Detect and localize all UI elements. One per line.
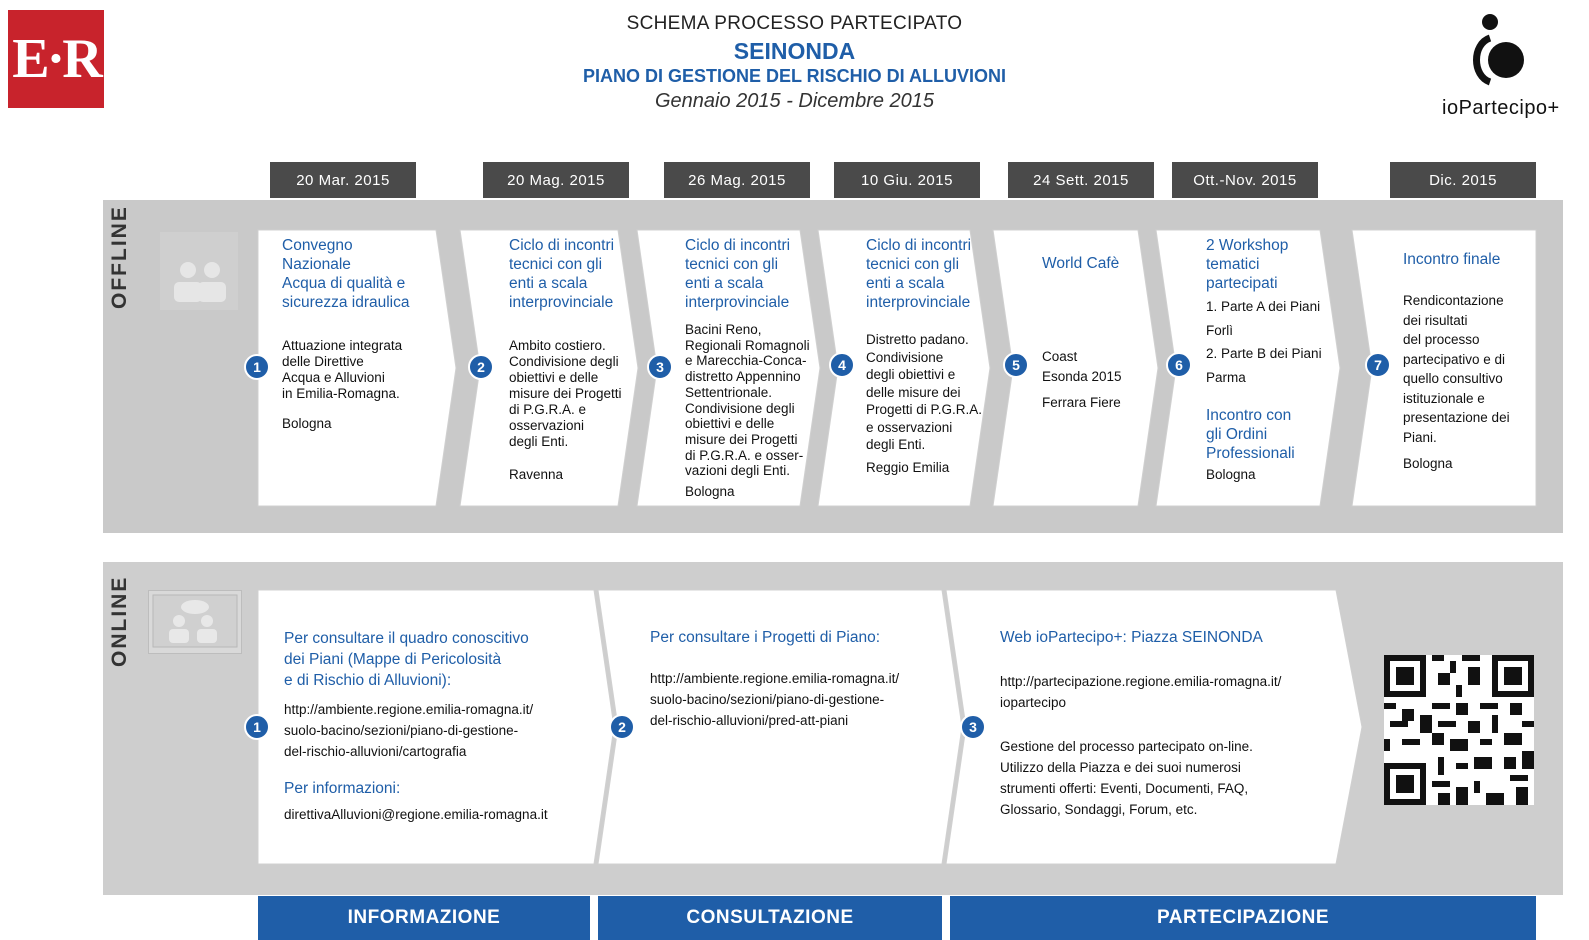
online-step-2-title: Per consultare i Progetti di Piano:: [650, 629, 881, 646]
offline-step-4-number: 4: [829, 352, 855, 378]
online-step-3-body: Gestione del processo partecipato on-lin…: [1000, 739, 1253, 817]
online-step-3-url[interactable]: http://partecipazione.regione.emilia-rom…: [1000, 674, 1282, 710]
online-step-1-title: Per consultare il quadro conoscitivo dei…: [284, 630, 529, 689]
date-step-2: 20 Mag. 2015: [483, 162, 629, 198]
footer-consultazione: CONSULTAZIONE: [598, 896, 942, 940]
date-step-4: 10 Giu. 2015: [834, 162, 980, 198]
online-step-1-info-label: Per informazioni:: [284, 780, 401, 797]
header-project-name: SEINONDA: [733, 38, 856, 64]
offline-step-4-place: Reggio Emilia: [866, 460, 950, 475]
offline-step-2-number: 2: [468, 354, 494, 380]
emilia-romagna-logo: E·R: [8, 10, 104, 108]
offline-step-2-title: Ciclo di incontri tecnici con gli enti a…: [509, 237, 615, 311]
footer-informazione: INFORMAZIONE: [258, 896, 590, 940]
offline-step-7-title: Incontro finale: [1403, 251, 1501, 268]
offline-step-2-body: Ambito costiero. Condivisione degli obie…: [509, 338, 622, 449]
offline-step-6-number: 6: [1166, 352, 1192, 378]
offline-step-2-place: Ravenna: [509, 467, 564, 482]
offline-step-6-item-3: 2. Parte B dei Piani: [1206, 346, 1322, 361]
online-step-2-number: 2: [609, 714, 635, 740]
offline-step-6-item-1: 1. Parte A dei Piani: [1206, 299, 1321, 314]
header-plan-title: PIANO DI GESTIONE DEL RISCHIO DI ALLUVIO…: [582, 66, 1007, 86]
offline-step-5-place: Ferrara Fiere: [1042, 395, 1121, 410]
offline-step-6-item-2: Forlì: [1206, 323, 1233, 338]
offline-label: OFFLINE: [108, 205, 131, 309]
date-step-7: Dic. 2015: [1390, 162, 1536, 198]
offline-step-7-place: Bologna: [1403, 456, 1453, 471]
online-step-3-number: 3: [960, 714, 986, 740]
offline-step-5-body: Coast Esonda 2015: [1042, 349, 1122, 384]
offline-step-4-title: Ciclo di incontri tecnici con gli enti a…: [866, 237, 972, 311]
offline-step-3-title: Ciclo di incontri tecnici con gli enti a…: [685, 237, 791, 311]
iopartecipo-mark-icon: [1473, 14, 1524, 86]
offline-step-5-number: 5: [1003, 352, 1029, 378]
date-step-6: Ott.-Nov. 2015: [1172, 162, 1318, 198]
online-step-3-title: Web ioPartecipo+: Piazza SEINONDA: [1000, 629, 1263, 646]
offline-step-6-subtitle: Incontro con gli Ordini Professionali: [1206, 407, 1295, 462]
header-period: Gennaio 2015 - Dicembre 2015: [654, 90, 935, 112]
offline-step-5-title: World Cafè: [1042, 255, 1120, 272]
date-step-1: 20 Mar. 2015: [270, 162, 416, 198]
date-step-5: 24 Sett. 2015: [1008, 162, 1154, 198]
footer-partecipazione: PARTECIPAZIONE: [950, 896, 1536, 940]
online-step-2-url[interactable]: http://ambiente.regione.emilia-romagna.i…: [650, 671, 900, 728]
offline-step-7-body: Rendicontazione dei risultati del proces…: [1403, 293, 1510, 445]
date-step-3: 26 Mag. 2015: [664, 162, 810, 198]
offline-step-1-title: Convegno Nazionale Acqua di qualità e si…: [282, 237, 410, 311]
online-step-1-number: 1: [244, 714, 270, 740]
offline-step-6-title: 2 Workshop tematici partecipati: [1206, 237, 1289, 292]
online-step-1-email[interactable]: direttivaAlluvioni@regione.emilia-romagn…: [284, 807, 548, 822]
offline-step-3-number: 3: [647, 354, 673, 380]
iopartecipo-logo-text: ioPartecipo+: [1442, 97, 1560, 119]
header-line-1: SCHEMA PROCESSO PARTECIPATO: [626, 13, 963, 34]
online-label: ONLINE: [108, 575, 131, 667]
offline-step-3-place: Bologna: [685, 484, 735, 499]
qr-code-icon[interactable]: [1384, 655, 1534, 805]
offline-step-6-place: Bologna: [1206, 467, 1256, 482]
online-step-1-url[interactable]: http://ambiente.regione.emilia-romagna.i…: [284, 702, 534, 759]
offline-step-1-number: 1: [244, 354, 270, 380]
offline-step-1-place: Bologna: [282, 416, 332, 431]
offline-step-7-number: 7: [1365, 352, 1391, 378]
iopartecipo-logo: ioPartecipo+: [1442, 10, 1572, 120]
offline-step-6-item-4: Parma: [1206, 370, 1246, 385]
offline-step-1-body: Attuazione integrata delle Direttive Acq…: [282, 338, 403, 401]
offline-step-4-body: Distretto padano. Condivisione degli obi…: [866, 332, 983, 452]
offline-meeting-icon: [160, 232, 238, 310]
online-videocall-icon: [148, 590, 242, 654]
offline-step-3-body: Bacini Reno, Regionali Romagnoli e Marec…: [685, 322, 810, 479]
